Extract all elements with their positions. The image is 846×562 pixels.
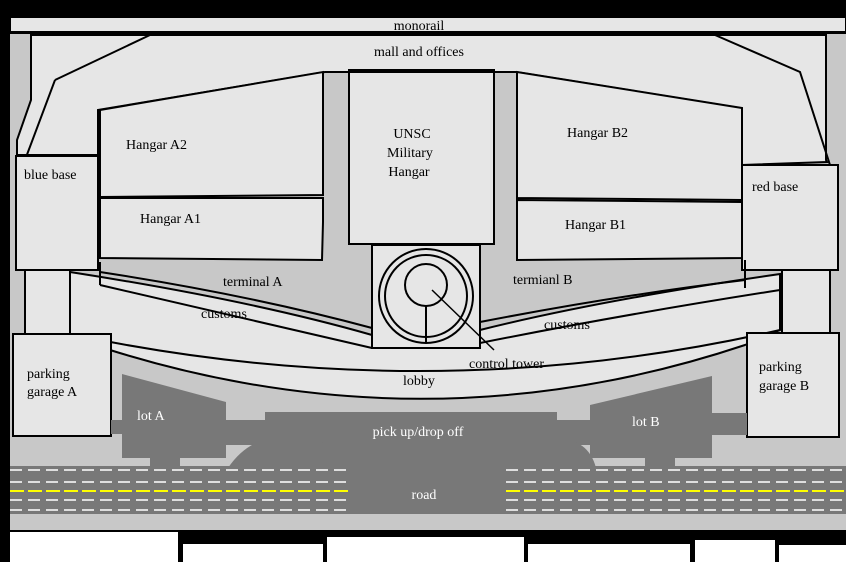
lot-b-label: lot B [632,415,660,430]
unsc-military-hangar [348,71,495,245]
hangar-a1-label: Hangar A1 [140,212,201,227]
hangar-a1 [99,197,324,262]
parking-a-label-2: garage A [27,385,78,400]
unsc-label-1: UNSC [393,127,430,142]
lobby-label: lobby [403,374,435,389]
terminal-a-label: terminal A [223,275,283,290]
blue-base [15,155,99,271]
monorail-track [9,16,846,33]
blue-base-label: blue base [24,168,76,183]
road-label: road [412,488,437,503]
hangar-b1 [516,198,743,262]
mall-label: mall and offices [374,45,464,60]
monorail-label: monorail [394,19,445,34]
parking-b-label-2: garage B [759,379,809,394]
red-base-label: red base [752,180,798,195]
hangar-b2-label: Hangar B2 [567,126,628,141]
lane-markings-left [10,469,352,511]
lot-a-label: lot A [137,409,166,424]
pickup-label: pick up/drop off [373,425,464,440]
red-base [741,164,839,271]
lot-b [590,376,712,458]
pickup-drop-off [265,412,557,450]
unsc-label-3: Hangar [388,165,430,180]
lane-markings-right [506,469,846,511]
hangar-a2-label: Hangar A2 [126,138,187,153]
hangar-b1-label: Hangar B1 [565,218,626,233]
terminal-b-label: termianl B [513,273,573,288]
hangar-a2 [99,70,324,199]
parking-garage-a [12,333,112,437]
customs-a-label: customs [201,307,247,322]
mall-and-offices-area [16,34,829,167]
control-tower-label: control tower [469,357,544,372]
unsc-label-2: Military [387,146,433,161]
customs-b-label: customs [544,318,590,333]
control-tower-pointer [431,289,495,351]
parking-a-label-1: parking [27,367,70,382]
parking-garage-b [746,332,840,438]
lot-a [122,374,226,458]
parking-b-label-1: parking [759,360,802,375]
bottom-buildings [10,532,846,562]
road-label-block [352,466,506,514]
control-tower-inner [404,263,448,307]
